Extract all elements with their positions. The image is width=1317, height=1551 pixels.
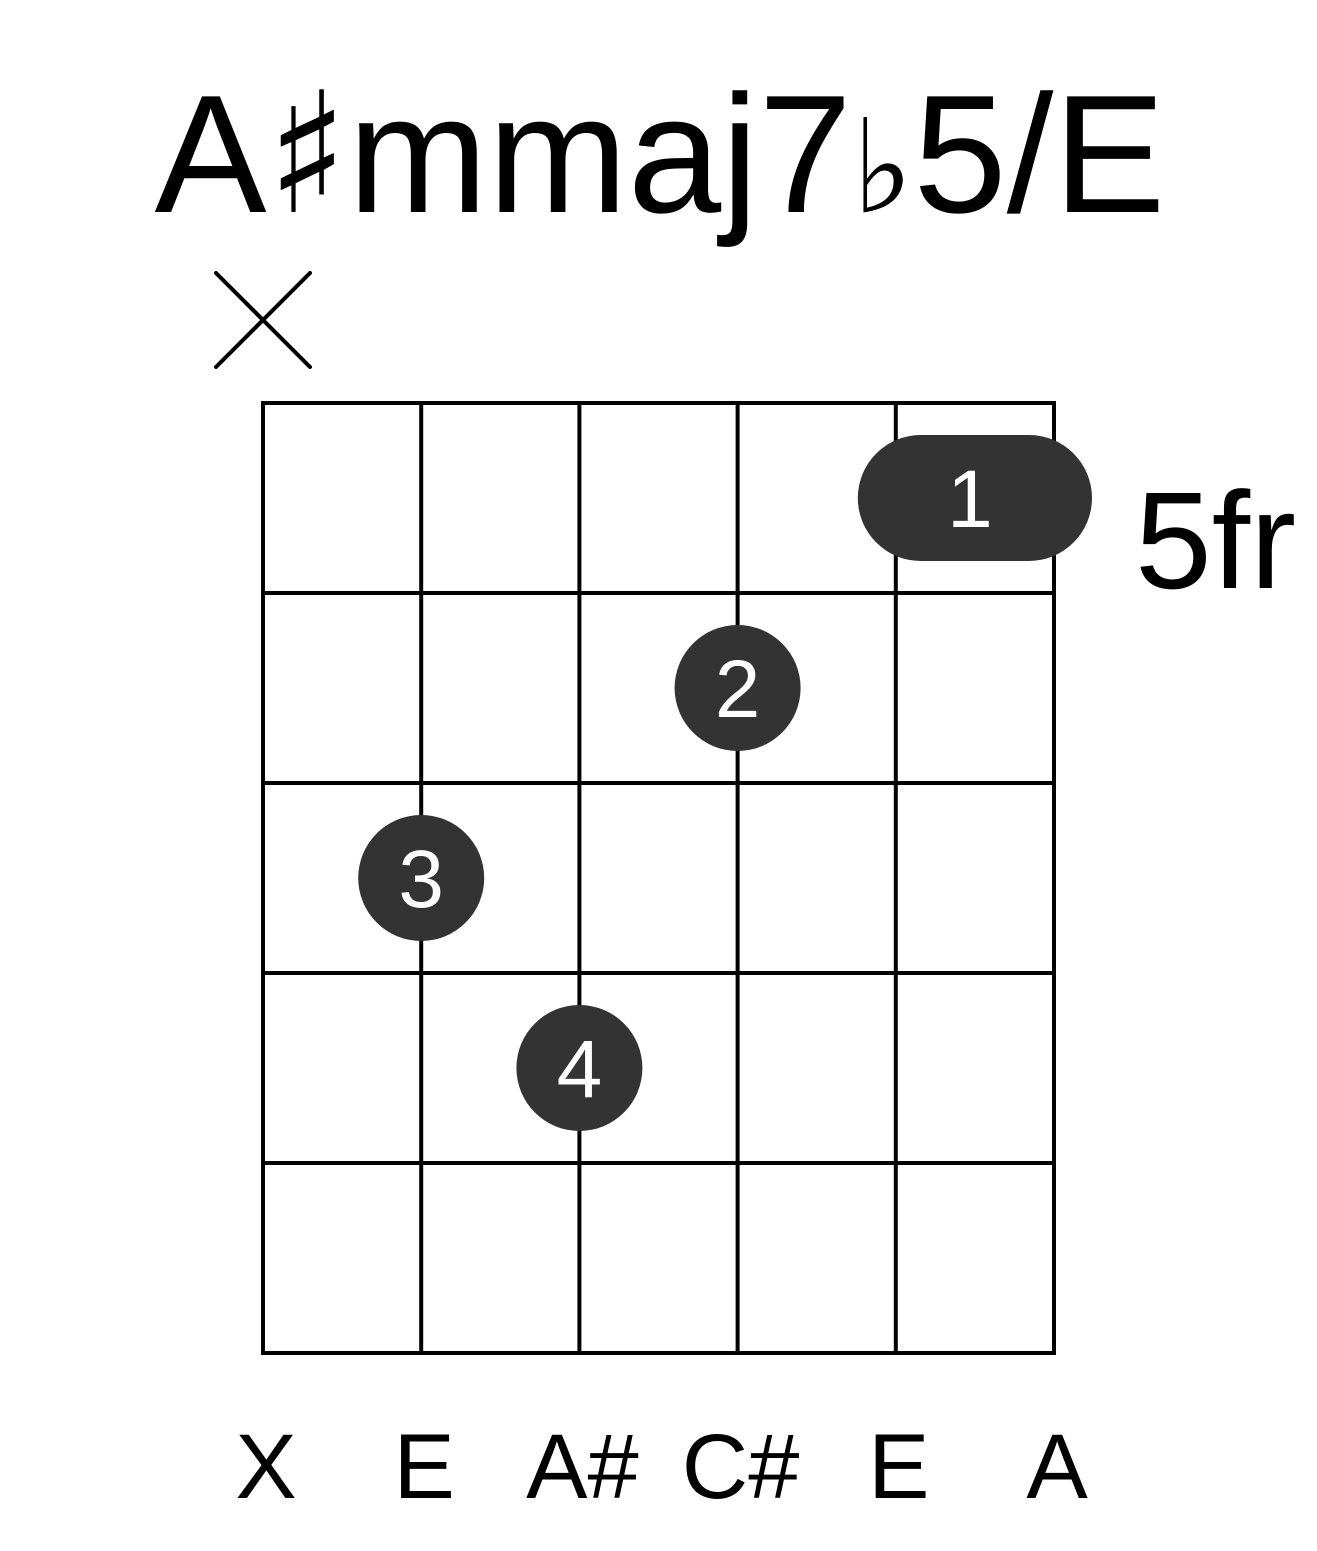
string-note-1: X: [235, 1416, 296, 1518]
string-note-5: E: [868, 1416, 929, 1518]
sharp-symbol: ♯: [267, 56, 348, 252]
finger-number: 3: [398, 834, 444, 925]
chord-title-rest: 5/E: [913, 60, 1165, 248]
finger-number: 2: [715, 644, 761, 735]
chord-title-quality: mmaj7: [348, 60, 852, 248]
finger-dot: [674, 625, 801, 751]
finger-marker-3: 3: [358, 815, 485, 941]
finger-number: 4: [557, 1024, 603, 1115]
string-note-3: A#: [526, 1416, 639, 1518]
chord-title-root: A: [155, 60, 267, 248]
finger-dot: [358, 815, 485, 941]
mute-x-icon: [214, 271, 312, 369]
barre-shape: [857, 435, 1092, 561]
string-note-4: C#: [682, 1416, 800, 1518]
flat-symbol: ♭: [852, 91, 913, 243]
string-note-6: A: [1026, 1416, 1088, 1518]
fret-position-label: 5fr: [1135, 464, 1296, 618]
chord-title: A♯mmaj7♭5/E: [155, 56, 1166, 252]
finger-number: 1: [947, 454, 993, 545]
string-note-2: E: [394, 1416, 455, 1518]
mute-markers: [214, 271, 312, 369]
finger-marker-1: 1: [857, 435, 1092, 561]
finger-dot: [516, 1005, 643, 1131]
finger-marker-4: 4: [516, 1005, 643, 1131]
fretboard-grid: [261, 401, 1056, 1355]
finger-marker-2: 2: [674, 625, 801, 751]
finger-markers: 1 2 3 4: [358, 435, 1092, 1131]
